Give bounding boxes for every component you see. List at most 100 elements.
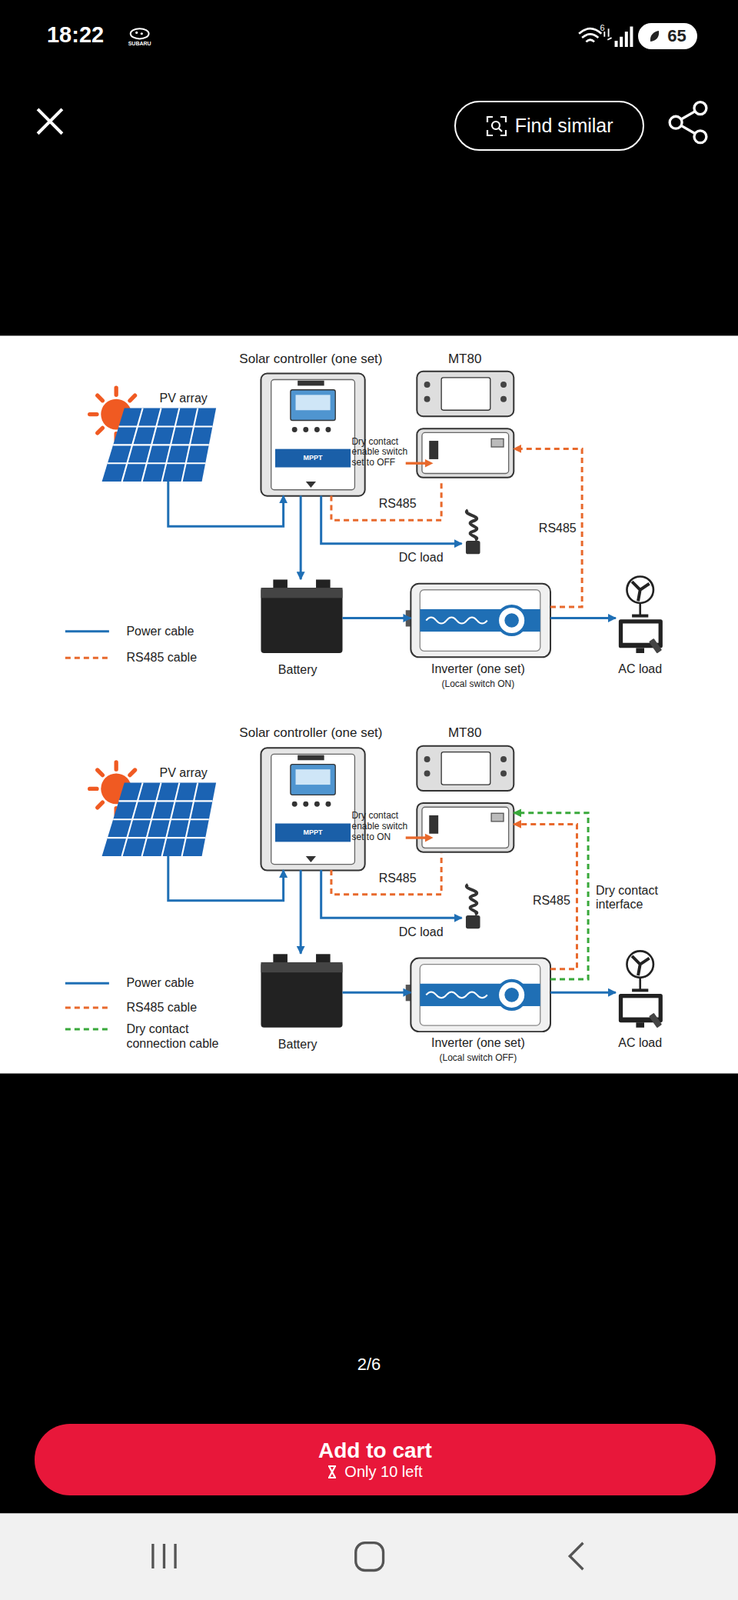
power-cable xyxy=(550,990,616,994)
device-label: AC load xyxy=(618,661,662,676)
dc-load: DC load xyxy=(462,505,487,557)
text-row: Solar controller (one set) xyxy=(239,725,383,742)
share-icon xyxy=(669,102,707,143)
icon xyxy=(485,115,508,137)
rs485-cable xyxy=(513,448,582,607)
wifi-badge: 6 xyxy=(600,22,606,33)
page-counter: 2/6 xyxy=(357,1353,382,1373)
diagram-art xyxy=(89,371,663,657)
power-cable xyxy=(168,481,284,526)
device-label: DC load xyxy=(398,924,444,939)
text-row: Inverter (one set) xyxy=(431,1035,526,1050)
device-note: (Local switch ON) xyxy=(442,678,516,690)
text-row: Add to cart xyxy=(318,1437,433,1463)
icon xyxy=(648,29,660,43)
callout-note: Dry contact enable switch set to OFF xyxy=(351,436,416,469)
button-text: 65 xyxy=(667,26,686,46)
button-text: Find similar xyxy=(515,114,614,137)
text-row: MT80 xyxy=(448,351,482,367)
battery: Battery xyxy=(260,953,343,1027)
device-label: Solar controller (one set) xyxy=(239,351,383,367)
legend-sample xyxy=(65,981,110,984)
button-text: Only 10 left xyxy=(344,1462,423,1480)
controller-brand: MPPT xyxy=(303,453,323,462)
cable-label: RS485 xyxy=(537,521,579,536)
ac-load: AC load xyxy=(615,947,665,1029)
diagram-ground xyxy=(0,335,738,1073)
text-row: Solar controller (one set) xyxy=(239,351,383,367)
close-icon xyxy=(37,109,63,134)
legend-sample xyxy=(65,1006,110,1009)
text-row: MT80 xyxy=(448,725,482,742)
cable-label: Dry contact interface xyxy=(594,882,669,911)
power-cable xyxy=(550,616,616,619)
text-row: (Local switch OFF) xyxy=(439,1052,518,1064)
text-row: PV array xyxy=(159,765,208,780)
button-text: Add to cart xyxy=(318,1437,433,1463)
legend-sample xyxy=(65,629,110,632)
legend-text: Power cable xyxy=(126,624,194,639)
power-cable xyxy=(342,990,412,994)
device-label: PV array xyxy=(159,391,208,406)
legend-text: RS485 cable xyxy=(126,650,197,665)
text-row: DC load xyxy=(398,924,444,939)
cable-label: RS485 xyxy=(377,496,419,511)
text-row: AC load xyxy=(618,1035,662,1050)
device-label: Solar controller (one set) xyxy=(239,725,383,742)
device-label: PV array xyxy=(159,765,208,780)
ac-load: AC load xyxy=(615,572,665,655)
text-row: AC load xyxy=(618,661,662,676)
find-similar-button: Find similar xyxy=(454,100,645,151)
cable-label: RS485 xyxy=(377,870,419,885)
dry-contact-cable xyxy=(513,812,589,979)
nav-icons xyxy=(152,1542,584,1570)
rs485-cable xyxy=(331,478,442,520)
cable-label: RS485 xyxy=(531,893,572,908)
solar-controller: Solar controller (one set) xyxy=(260,747,365,870)
battery-pill: 65 xyxy=(638,23,697,49)
text-row: PV array xyxy=(159,391,208,406)
device-label: AC load xyxy=(618,1035,662,1050)
inverter: Inverter (one set)(Local switch ON) xyxy=(410,581,551,659)
power-cable xyxy=(299,495,303,579)
controller-brand: MPPT xyxy=(303,827,323,836)
icon xyxy=(327,1464,337,1478)
power-cable xyxy=(342,616,412,619)
text-row: Battery xyxy=(278,1037,318,1051)
device-label: Inverter (one set) xyxy=(431,1035,526,1050)
mt80-meter: MT80 xyxy=(416,744,514,854)
rs485-cable xyxy=(513,823,577,968)
text-row: DC load xyxy=(398,550,444,565)
legend-text: RS485 cable xyxy=(126,1000,197,1014)
power-cable xyxy=(299,869,303,954)
text-row: 65 xyxy=(648,26,686,46)
device-label: Battery xyxy=(278,1037,318,1051)
legend-text: Dry contact connection cable xyxy=(126,1021,227,1051)
callout-note: Dry contact enable switch set to ON xyxy=(351,810,416,842)
device-label: MT80 xyxy=(448,351,482,367)
status-icons xyxy=(130,26,634,47)
text-row: (Local switch ON) xyxy=(442,678,516,690)
rs485-cable xyxy=(331,853,442,895)
text-row: Inverter (one set) xyxy=(431,661,526,676)
power-cable xyxy=(168,854,284,900)
mt80-meter: MT80 xyxy=(416,371,514,480)
legend-sample xyxy=(65,1027,110,1030)
add-to-cart-button: Add to cartOnly 10 left xyxy=(34,1422,716,1495)
nav-bar xyxy=(0,1512,738,1599)
device-label: Battery xyxy=(278,662,318,677)
solar-controller: Solar controller (one set) xyxy=(260,372,365,496)
carrier-logo-text: SUBARU xyxy=(128,40,152,47)
pv-array: PV array xyxy=(102,781,217,855)
legend-text: Power cable xyxy=(126,975,194,990)
pv-array: PV array xyxy=(102,407,217,481)
dc-load: DC load xyxy=(462,879,487,931)
device-label: Inverter (one set) xyxy=(431,661,526,676)
device-label: MT80 xyxy=(448,725,482,742)
inverter: Inverter (one set)(Local switch OFF) xyxy=(410,954,551,1033)
legend-sample xyxy=(65,656,110,659)
text-row: Only 10 left xyxy=(327,1462,423,1480)
text-row: Battery xyxy=(278,662,318,677)
device-note: (Local switch OFF) xyxy=(439,1052,518,1064)
clock: 18:22 xyxy=(46,23,104,49)
